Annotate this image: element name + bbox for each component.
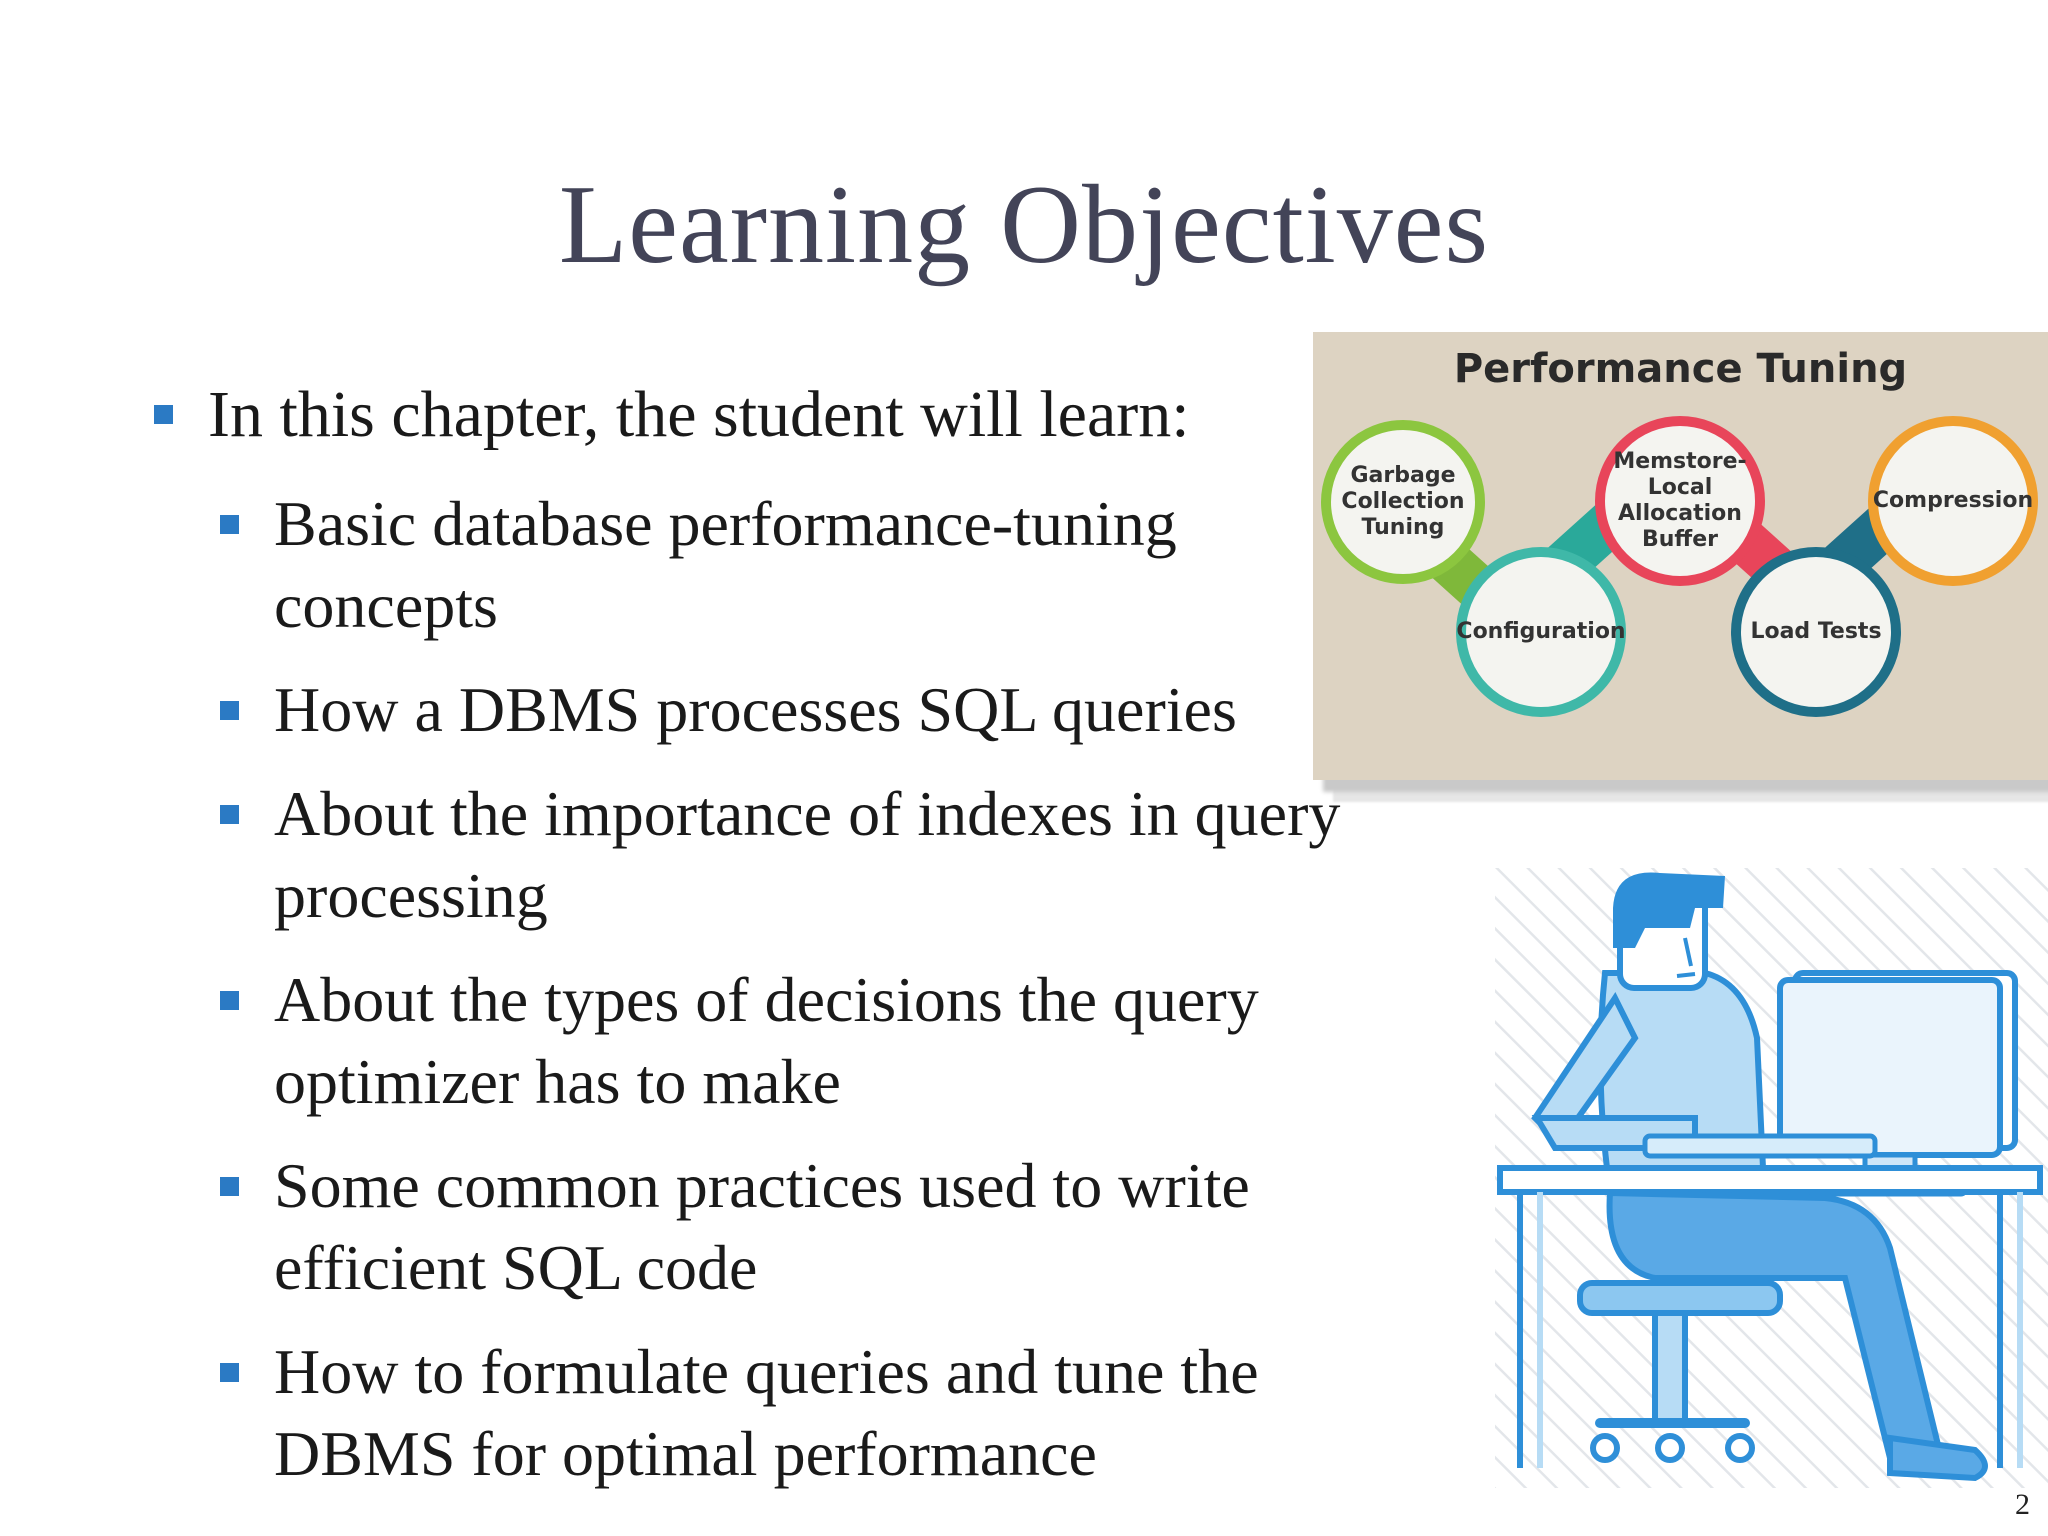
bullet-square-icon	[220, 805, 239, 824]
node-memstore: Memstore- Local Allocation Buffer	[1595, 416, 1765, 586]
node-label: Load Tests	[1750, 619, 1882, 644]
node-label: Buffer	[1641, 527, 1719, 552]
node-configuration: Configuration	[1456, 547, 1626, 717]
objective-item: Basic database performance-tuning concep…	[216, 483, 1470, 647]
person-at-computer-icon	[1495, 868, 2048, 1508]
objective-line: About the types of decisions the query	[274, 964, 1259, 1035]
node-label: Compression	[1872, 488, 2034, 513]
page-number: 2	[2015, 1488, 2030, 1521]
node-label: Memstore-	[1613, 449, 1747, 474]
bullet-square-icon	[220, 991, 239, 1010]
objective-line: processing	[274, 860, 548, 931]
intro-text: In this chapter, the student will learn:	[208, 378, 1190, 451]
objective-item: About the importance of indexes in query…	[216, 773, 1470, 937]
objective-item: About the types of decisions the query o…	[216, 959, 1470, 1123]
objective-line: optimizer has to make	[274, 1046, 841, 1117]
objective-line: How to formulate queries and tune the	[274, 1336, 1259, 1407]
objective-item: How to formulate queries and tune the DB…	[216, 1331, 1470, 1495]
objective-line: efficient SQL code	[274, 1232, 758, 1303]
node-label: Local	[1647, 475, 1713, 500]
objective-line: DBMS for optimal performance	[274, 1418, 1097, 1489]
node-label: Garbage	[1350, 463, 1456, 488]
bullet-square-icon	[220, 701, 239, 720]
objective-line: Some common practices used to write	[274, 1150, 1250, 1221]
bullet-square-icon	[220, 1363, 239, 1382]
objective-line: concepts	[274, 570, 498, 641]
node-load-tests: Load Tests	[1731, 547, 1901, 717]
objective-line: Basic database performance-tuning	[274, 488, 1177, 559]
bullet-square-icon	[220, 515, 239, 534]
diagram-title: Performance Tuning	[1453, 346, 1908, 392]
bullet-square-icon	[220, 1177, 239, 1196]
performance-tuning-diagram: Performance Tuning Garbage Collection Tu…	[1313, 332, 2048, 780]
node-label: Collection	[1341, 489, 1465, 514]
slide-title: Learning Objectives	[558, 163, 1490, 287]
node-label: Allocation	[1618, 501, 1742, 526]
objectives-list: In this chapter, the student will learn:…	[150, 375, 1470, 1517]
node-compression: Compression	[1868, 416, 2038, 586]
objective-item: How a DBMS processes SQL queries	[216, 669, 1470, 751]
node-label: Configuration	[1456, 619, 1626, 644]
objective-line: How a DBMS processes SQL queries	[274, 674, 1237, 745]
objective-item: Some common practices used to write effi…	[216, 1145, 1470, 1309]
intro-bullet: In this chapter, the student will learn:	[150, 375, 1470, 455]
bullet-square-icon	[154, 405, 173, 424]
node-garbage-collection: Garbage Collection Tuning	[1321, 420, 1485, 584]
objective-line: About the importance of indexes in query	[274, 778, 1341, 849]
node-label: Tuning	[1361, 515, 1445, 540]
